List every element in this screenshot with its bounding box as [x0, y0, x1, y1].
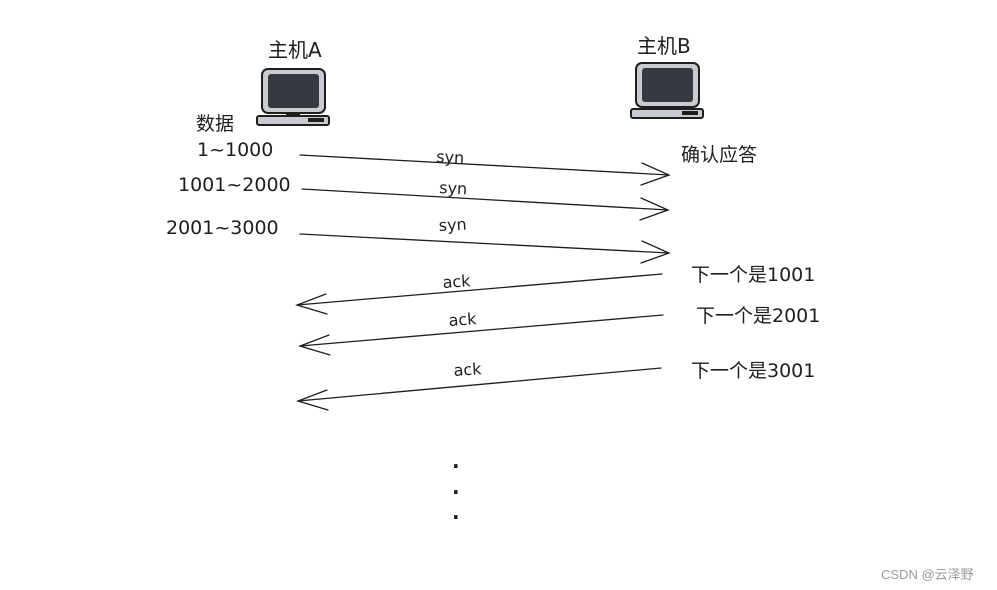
- segment-range-3: 2001~3000: [166, 217, 279, 239]
- host-a-label: 主机A: [268, 38, 322, 62]
- syn-arrow-2: [301, 188, 670, 221]
- syn-label-3: syn: [438, 215, 467, 235]
- segment-range-1: 1~1000: [197, 139, 273, 161]
- ellipsis-dot-1: .: [452, 449, 460, 473]
- ack-arrow-1: [294, 273, 663, 315]
- data-label: 数据: [196, 113, 234, 135]
- ack-label-1: ack: [442, 271, 472, 292]
- segment-range-2: 1001~2000: [178, 174, 291, 196]
- host-b-computer-icon: [630, 62, 704, 119]
- ack-next-2: 下一个是2001: [696, 305, 820, 327]
- ellipsis-dot-2: .: [452, 475, 460, 499]
- syn-label-1: syn: [436, 147, 465, 167]
- ack-label-3: ack: [453, 359, 483, 380]
- ack-next-3: 下一个是3001: [691, 360, 815, 382]
- host-b-label: 主机B: [637, 34, 691, 58]
- ack-label-2: ack: [448, 309, 478, 330]
- syn-arrow-3: [299, 233, 671, 264]
- host-a-computer-icon: [256, 68, 330, 126]
- ack-arrow-2: [297, 314, 664, 356]
- syn-arrow-1: [299, 154, 671, 186]
- syn-label-2: syn: [439, 178, 468, 198]
- confirm-label: 确认应答: [681, 144, 757, 166]
- ack-next-1: 下一个是1001: [691, 264, 815, 286]
- ack-arrow-3: [295, 367, 662, 411]
- ellipsis-dot-3: .: [452, 500, 460, 524]
- watermark: CSDN @云泽野: [881, 567, 974, 582]
